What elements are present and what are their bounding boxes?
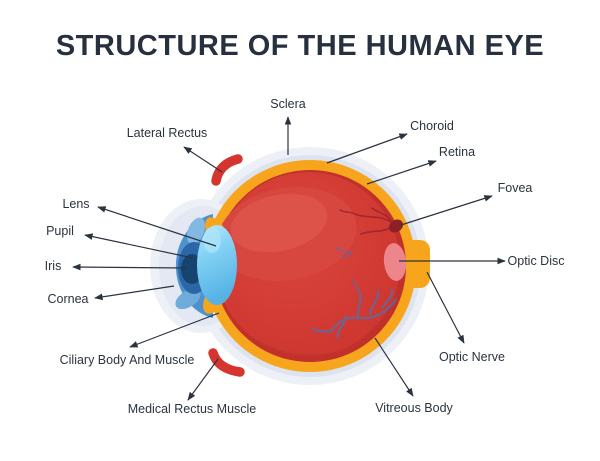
- callout-cornea: Cornea: [48, 285, 175, 306]
- label-sclera: Sclera: [270, 97, 305, 111]
- lateral-rectus-muscle-shape: [211, 154, 243, 186]
- callout-arrow-pupil: [84, 233, 194, 259]
- callout-arrow-choroid: [326, 133, 408, 164]
- eyeball: [150, 147, 430, 385]
- callout-arrow-vitreous-body: [374, 337, 414, 397]
- callout-ciliary-body: Ciliary Body And Muscle: [60, 312, 220, 367]
- label-cornea: Cornea: [48, 292, 89, 306]
- callout-arrow-lateral-rectus: [183, 146, 223, 173]
- optic-disc-shape: [383, 243, 407, 281]
- eye-muscles: [208, 154, 245, 377]
- callout-fovea: Fovea: [400, 181, 533, 226]
- label-optic-nerve: Optic Nerve: [439, 350, 505, 364]
- callout-optic-disc: Optic Disc: [399, 254, 564, 268]
- callout-arrow-lens: [97, 206, 217, 247]
- retina-inner-curve: [257, 341, 364, 357]
- label-medial-rectus: Medical Rectus Muscle: [128, 402, 257, 416]
- callout-arrow-retina: [366, 160, 437, 185]
- label-retina: Retina: [439, 145, 475, 159]
- label-lateral-rectus: Lateral Rectus: [127, 126, 208, 140]
- callout-lens: Lens: [62, 197, 217, 247]
- label-ciliary-body: Ciliary Body And Muscle: [60, 353, 195, 367]
- retina-vessels: [311, 246, 398, 339]
- vitreous-highlight-2: [230, 193, 328, 253]
- callout-arrow-optic-nerve: [426, 271, 465, 344]
- callout-arrow-medial-rectus: [187, 358, 219, 401]
- medial-rectus-muscle-shape: [208, 348, 245, 377]
- label-fovea: Fovea: [498, 181, 533, 195]
- fovea-vessels: [339, 207, 392, 235]
- callout-medial-rectus: Medical Rectus Muscle: [128, 358, 257, 416]
- label-optic-disc: Optic Disc: [508, 254, 565, 268]
- label-lens: Lens: [62, 197, 89, 211]
- lens-highlight: [203, 227, 221, 253]
- callout-retina: Retina: [366, 145, 475, 185]
- label-vitreous-body: Vitreous Body: [375, 401, 453, 415]
- callout-optic-nerve: Optic Nerve: [426, 271, 505, 364]
- callout-arrow-fovea: [400, 195, 493, 226]
- callout-lateral-rectus: Lateral Rectus: [127, 126, 223, 173]
- callout-choroid: Choroid: [326, 119, 454, 164]
- callout-arrow-ciliary-body: [129, 312, 220, 348]
- callout-arrow-cornea: [94, 285, 175, 301]
- page-title: STRUCTURE OF THE HUMAN EYE: [55, 30, 545, 62]
- label-pupil: Pupil: [46, 224, 74, 238]
- fovea-spot: [388, 219, 404, 233]
- label-iris: Iris: [45, 259, 62, 273]
- callout-iris: Iris: [45, 259, 187, 273]
- label-choroid: Choroid: [410, 119, 454, 133]
- callout-sclera: Sclera: [270, 97, 306, 155]
- callout-pupil: Pupil: [46, 224, 194, 259]
- callout-arrow-iris: [72, 263, 187, 271]
- callout-vitreous-body: Vitreous Body: [374, 337, 454, 415]
